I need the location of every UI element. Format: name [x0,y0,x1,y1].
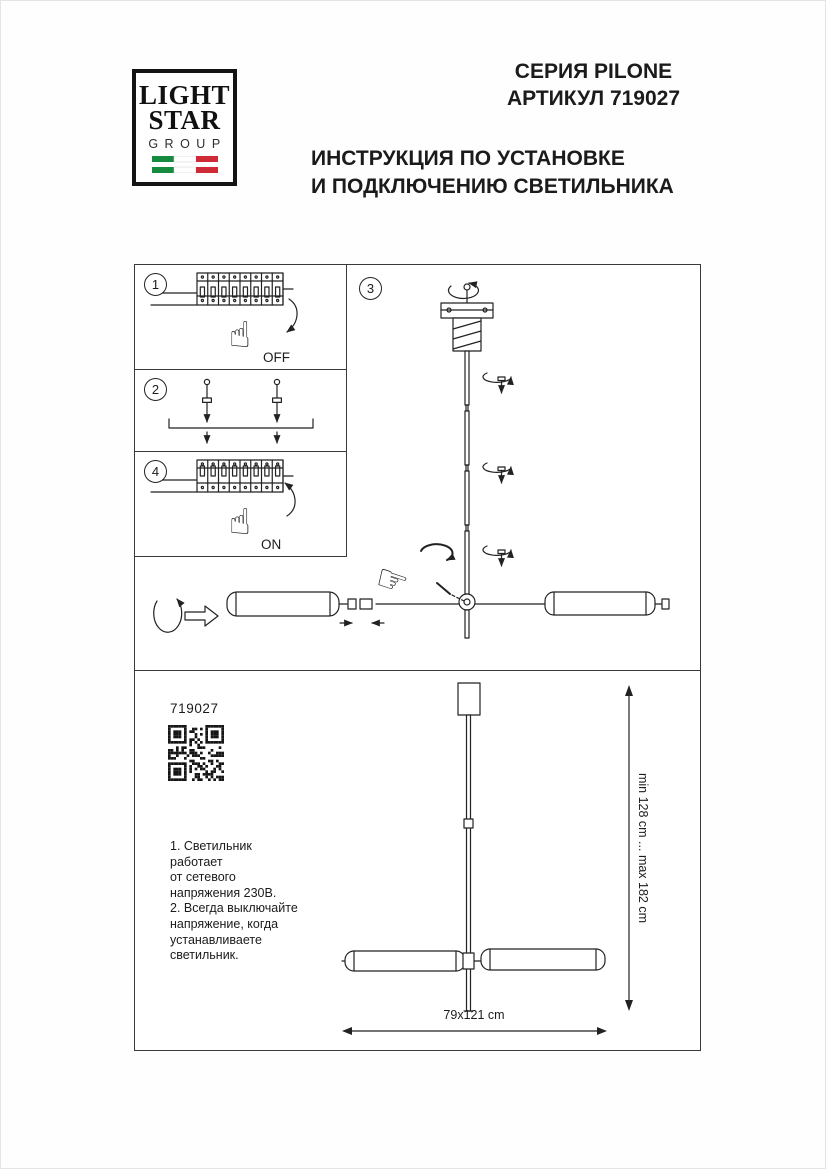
product-article-number: 719027 [170,701,219,716]
instruction-title-line1: ИНСТРУКЦИЯ ПО УСТАНОВКЕ [311,147,625,170]
instruction-title-line2: И ПОДКЛЮЧЕНИЮ СВЕТИЛЬНИКА [311,175,674,198]
screw-rotation-icon [482,462,514,484]
rotate-arrow-icon [153,598,185,633]
screw-rotation-icon [482,372,514,394]
breaker-off-diagram: ☝ OFF [150,272,298,365]
logo-word-group: GROUP [148,136,227,151]
step2-number: 2 [144,378,167,401]
note-line: 2. Всегда выключайте [170,901,298,916]
note-line: 1. Светильник [170,839,252,853]
off-label: OFF [263,350,290,365]
mounting-bracket-diagram [168,378,314,444]
step4-number: 4 [144,460,167,483]
push-arrow-icon [184,605,219,627]
lamp-dimensions-diagram: min 128 cm ... max 182 cm 79x121 cm [341,682,650,1035]
note-line: светильник. [170,948,239,963]
note-line: работает [170,854,223,869]
height-range-label: min 128 cm ... max 182 cm [636,773,650,923]
step2-panel: 2 [135,370,347,452]
qr-code [168,725,224,781]
note-line: устанавливаете [170,932,262,947]
base-size-label: 79x121 cm [443,1008,504,1022]
step1-panel: 1 ☝ OFF [135,265,347,370]
lightstar-logo: LIGHT STAR GROUP [132,69,237,186]
installation-steps-section: ☞ 1 [135,265,700,670]
hand-icon: ☞ [370,557,413,606]
breaker-on-diagram: ☝ ON [150,459,296,552]
series-label: СЕРИЯ PILONE [514,60,673,83]
hand-icon: ☝ [229,315,251,356]
assembly-diagram: ☞ [153,281,670,639]
logo-word-light: LIGHT [138,79,231,110]
instruction-title: ИНСТРУКЦИЯ ПО УСТАНОВКЕ И ПОДКЛЮЧЕНИЮ СВ… [311,145,674,201]
italian-flag-stripes [151,155,218,173]
step1-number: 1 [144,273,167,296]
step4-panel: 4 ☝ ON [135,452,347,557]
article-label: АРТИКУЛ 719027 [506,87,681,110]
step3-number: 3 [359,277,382,300]
note-line: от сетевого [170,870,236,885]
series-article-block: СЕРИЯ PILONE АРТИКУЛ 719027 [421,58,766,112]
on-label: ON [261,537,281,552]
logo-word-star: STAR [148,104,221,135]
product-details-section: 719027 1. Светильник работает от сетевог… [135,670,700,1050]
safety-notes: 1. Светильник работает от сетевого напря… [170,839,298,964]
note-line: напряжения 230В. [170,885,277,900]
screw-rotation-icon [482,545,514,567]
hand-icon: ☝ [229,502,251,543]
note-line: напряжение, когда [170,916,279,931]
content-frame: ☞ 1 [134,264,701,1051]
